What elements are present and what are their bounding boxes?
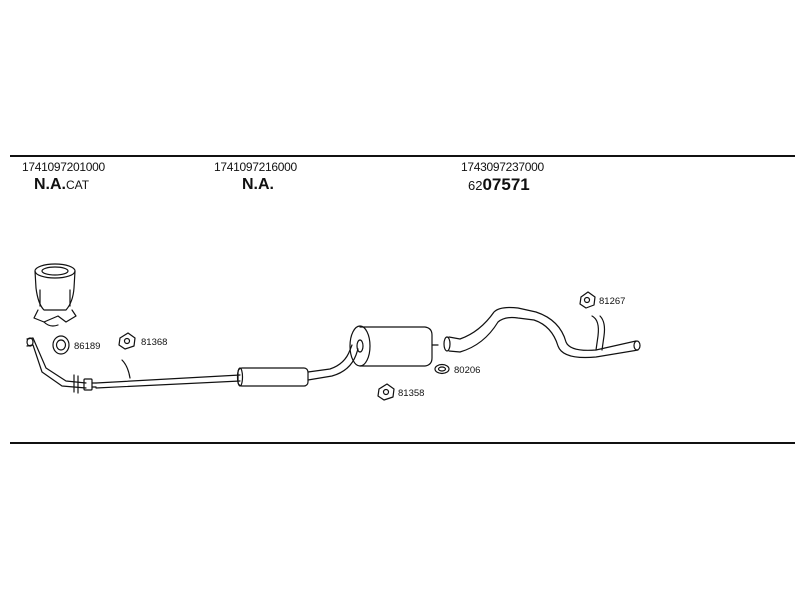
part-code-1: 1741097201000 <box>22 160 105 174</box>
part-name-3: 6207571 <box>468 175 530 195</box>
part-name-1: N.A.CAT <box>34 176 89 194</box>
part-name-2-bold: N.A. <box>242 176 274 193</box>
label-80206: 80206 <box>454 365 480 376</box>
clamp-86189 <box>52 335 70 355</box>
gasket-80206 <box>434 363 450 375</box>
tail-pipe <box>443 306 641 359</box>
part-code-3: 1743097237000 <box>461 160 544 174</box>
rubber-mount-81368 <box>118 332 136 350</box>
bottom-divider <box>10 442 795 444</box>
rear-silencer <box>349 325 439 367</box>
flange-joint <box>83 378 97 391</box>
label-86189: 86189 <box>74 341 100 352</box>
rubber-mount-81358 <box>377 383 395 401</box>
part-name-3-bold: 07571 <box>482 175 530 194</box>
part-name-1-bold: N.A. <box>34 176 66 193</box>
middle-silencer <box>236 344 359 387</box>
part-name-1-suffix: CAT <box>66 178 90 192</box>
rubber-mount-81267 <box>579 291 596 309</box>
front-pipe <box>26 337 87 394</box>
part-code-2: 1741097216000 <box>214 160 297 174</box>
label-81358: 81358 <box>398 388 424 399</box>
part-name-2: N.A. <box>242 176 274 194</box>
label-81368: 81368 <box>141 337 167 348</box>
label-81267: 81267 <box>599 296 625 307</box>
top-divider <box>10 155 795 157</box>
catalytic-converter <box>33 263 77 327</box>
part-name-3-prefix: 62 <box>468 178 483 193</box>
intermediate-pipe <box>95 359 241 389</box>
